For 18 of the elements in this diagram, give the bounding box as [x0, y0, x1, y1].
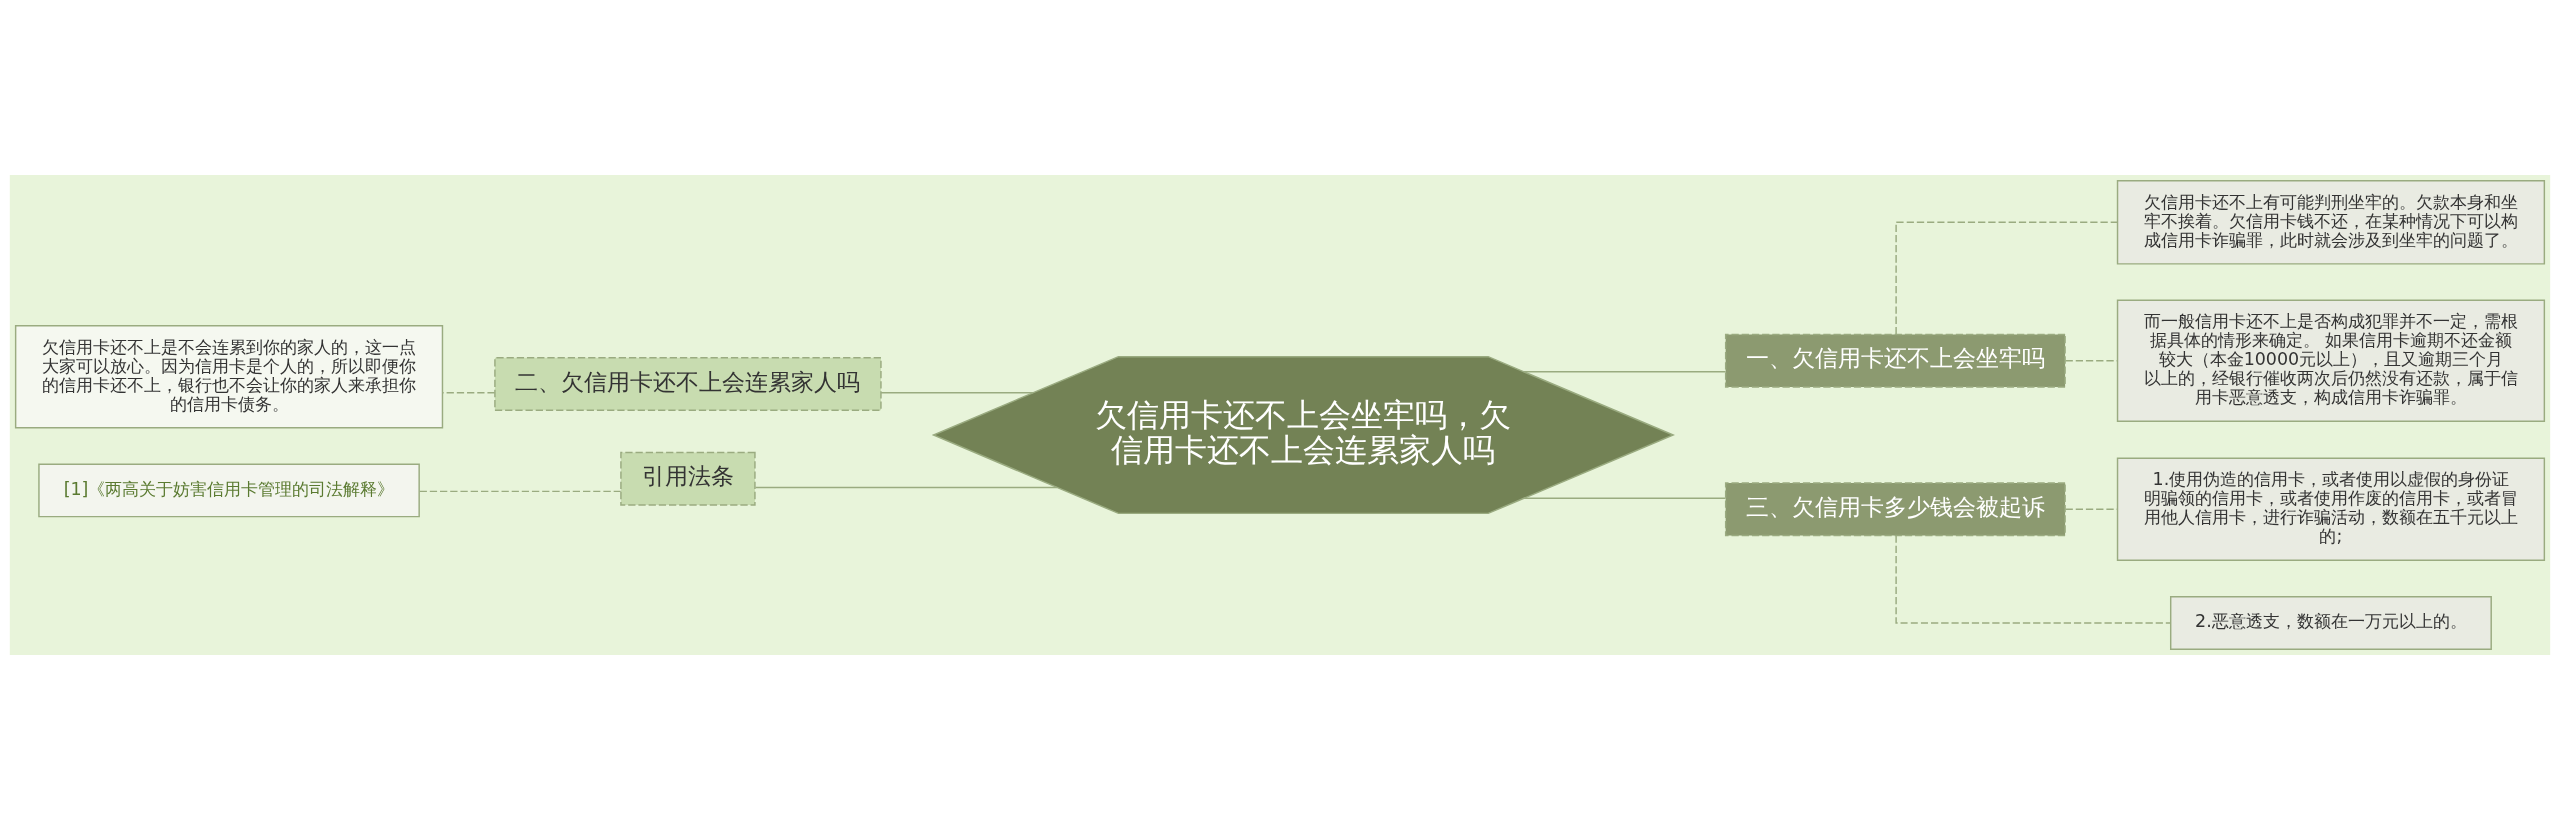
connector	[880, 391, 1034, 393]
connector	[754, 486, 1058, 488]
connector	[1523, 497, 1727, 499]
connector	[442, 391, 496, 393]
connector	[1895, 534, 2171, 624]
connector	[1523, 370, 1727, 372]
node-box: 欠信用卡还不上有可能判刑坐牢的。欠款本身和坐牢不挨着。欠信用卡钱不还，在某种情况下可以构成信用卡诈骗罪，此时就会涉及到坐牢的问题了。	[2116, 179, 2546, 265]
node-box: 引用法条	[620, 451, 756, 506]
node-box: [1]《两高关于妨害信用卡管理的司法解释》	[38, 462, 420, 517]
node-box: 三、欠信用卡多少钱会被起诉	[1724, 481, 2066, 536]
node-box: 2.恶意透支，数额在一万元以上的。	[2169, 595, 2492, 650]
node-box: 二、欠信用卡还不上会连累家人吗	[494, 356, 882, 411]
connector	[1895, 221, 2119, 335]
node-box: 而一般信用卡还不上是否构成犯罪并不一定，需根据具体的情形来确定。 如果信用卡逾期不还金额较大（本金10000元以上），且又逾期三个月以上的，经银行催收两次后仍然没有还款，属于信用卡恶意透支，构成信用卡诈骗罪。	[2116, 299, 2546, 422]
node-box: 1.使用伪造的信用卡，或者使用以虚假的身份证明骗领的信用卡，或者使用作废的信用卡，或者冒用他人信用卡，进行诈骗活动，数额在五千元以上的;	[2116, 457, 2546, 561]
node-box: 欠信用卡还不上是不会连累到你的家人的，这一点大家可以放心。因为信用卡是个人的，所以即便你的信用卡还不上，银行也不会让你的家人来承担你的信用卡债务。	[14, 324, 444, 428]
node-box: 一、欠信用卡还不上会坐牢吗	[1724, 333, 2066, 388]
connector	[418, 490, 622, 492]
